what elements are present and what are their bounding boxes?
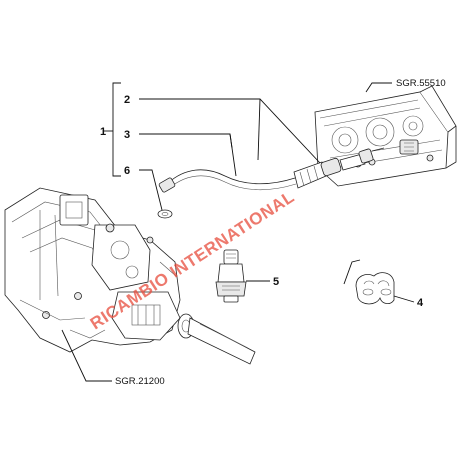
callout-2: 2 bbox=[124, 94, 130, 106]
callout-5: 5 bbox=[273, 276, 279, 288]
callout-3: 3 bbox=[124, 129, 130, 141]
ref-label-gearbox: SGR.21200 bbox=[115, 376, 165, 387]
callout-6: 6 bbox=[124, 165, 130, 177]
leader-lines bbox=[61, 82, 415, 382]
clip-drawing bbox=[343, 259, 395, 305]
sensor-drawing bbox=[215, 249, 247, 303]
speedometer-cable-drawing bbox=[158, 147, 385, 193]
gearbox-drawing bbox=[4, 187, 256, 365]
ref-label-instrument-cluster: SGR.55510 bbox=[396, 78, 446, 89]
washer-drawing bbox=[157, 209, 173, 219]
callout-4: 4 bbox=[417, 297, 424, 309]
callout-1: 1 bbox=[100, 126, 106, 138]
